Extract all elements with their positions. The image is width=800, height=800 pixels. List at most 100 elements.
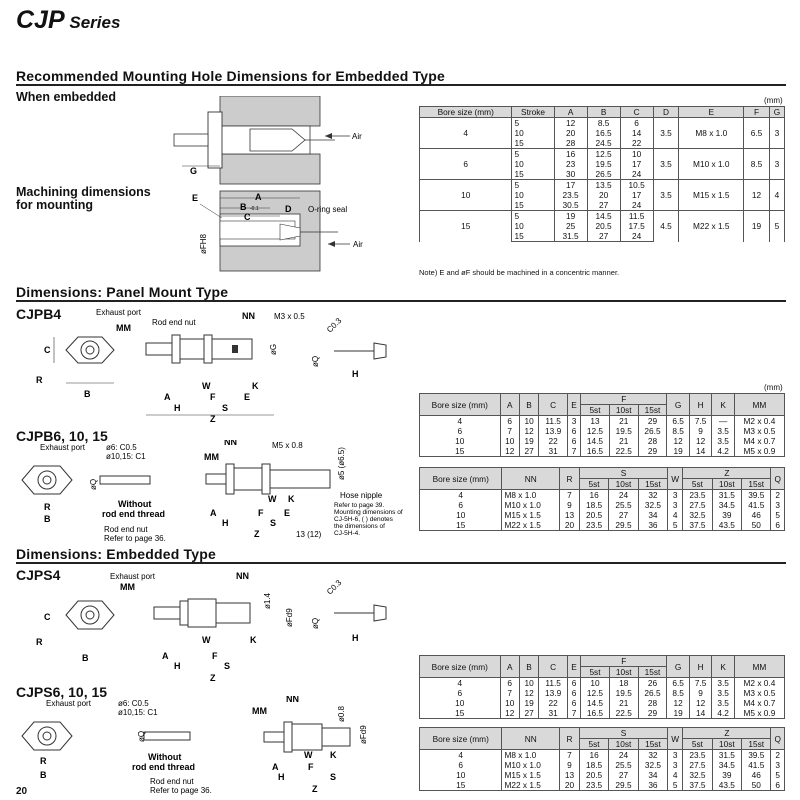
- table-cell: 6.5: [743, 117, 770, 149]
- table-subheader-cell: 10st: [711, 478, 743, 490]
- table-cell: 3.5: [711, 698, 735, 708]
- table-cell: 27.5: [682, 760, 713, 770]
- table-cell: 4: [418, 749, 503, 760]
- table-cell: 12.5: [580, 688, 610, 698]
- dim-b-tol: -0.1: [250, 206, 259, 212]
- table-header-cell: Bore size (mm): [418, 727, 503, 750]
- dim-nn-3: NN: [236, 571, 249, 581]
- table-header-cell: K: [711, 655, 735, 678]
- table-cell: 6: [419, 426, 501, 436]
- table-cell: M10 x 1.0: [678, 148, 745, 180]
- table-cell: M2 x 0.4: [733, 415, 786, 426]
- hose-ref-5: CJ-5H-4.: [334, 530, 360, 537]
- table-cell: 4: [768, 179, 786, 211]
- table-cell: M15 x 1.5: [501, 770, 561, 780]
- dim-b: B: [84, 389, 91, 399]
- table-cell: 14: [619, 128, 654, 138]
- table-cell: 20: [559, 780, 580, 791]
- table-cell: 23.5: [553, 190, 588, 200]
- table-cell: 29.5: [608, 780, 639, 791]
- nipple-dia-label: ø5 (ø6.5): [337, 447, 346, 480]
- table-cell: 26.5: [637, 426, 668, 436]
- table-subheader-cell: 15st: [637, 404, 668, 416]
- table-cell: 8.5: [743, 148, 770, 180]
- table-cell: 12: [688, 436, 713, 446]
- table-cell: 37.5: [682, 520, 713, 531]
- table-cell: M5 x 0.9: [733, 708, 786, 719]
- air-label-1: Air: [352, 132, 362, 141]
- dim-b-3: B: [82, 653, 89, 663]
- table-cell: 19: [743, 210, 770, 242]
- table-header-cell: F: [580, 655, 668, 667]
- page-title: CJP Series: [16, 6, 120, 35]
- table-cell: 50: [741, 780, 772, 791]
- table-header-cell: MM: [733, 655, 786, 678]
- table-cell: 31.5: [711, 489, 743, 500]
- table-cell: 15: [511, 231, 555, 242]
- dim-k-4: K: [330, 750, 337, 760]
- table-cell: 24: [619, 231, 654, 242]
- table-cell: 7: [559, 489, 580, 500]
- table-cell: M22 x 1.5: [678, 210, 745, 242]
- without-label-4: rod end thread: [132, 762, 195, 772]
- unit-label-2: (mm): [764, 383, 783, 392]
- table-cell: 5: [768, 210, 786, 242]
- table-cell: 18.5: [578, 500, 610, 510]
- air-label-2: Air: [353, 240, 363, 249]
- table-cell: 43.5: [711, 780, 743, 791]
- table-header-cell: NN: [501, 727, 561, 750]
- table-cell: 6: [567, 688, 582, 698]
- page-number: 20: [16, 786, 28, 797]
- table-cell: 13.9: [538, 426, 569, 436]
- table-cell: 16: [553, 148, 588, 159]
- table-cell: M8 x 1.0: [501, 489, 561, 500]
- table-cell: 10: [511, 128, 555, 138]
- hose-nipple-label: Hose nipple: [340, 491, 383, 500]
- table-cell: 3: [768, 117, 786, 149]
- table-cell: 19.5: [586, 159, 621, 169]
- table-cell: 11.5: [619, 210, 654, 221]
- chamfer-note-4: ø10,15: C1: [118, 708, 158, 717]
- table-cell: 39.5: [741, 489, 772, 500]
- table-subheader-cell: 10st: [711, 738, 743, 750]
- dim-mm-2: MM: [204, 452, 219, 462]
- table-cell: 24: [619, 169, 654, 180]
- table-cell: 10: [511, 221, 555, 231]
- dim-a: A: [164, 392, 171, 402]
- table-cell: 19: [666, 446, 690, 457]
- dim-h-3: H: [222, 518, 229, 528]
- dim-oq-3: øQ: [311, 618, 320, 629]
- table-header-cell: E: [678, 106, 745, 118]
- table-cell: 3: [567, 415, 582, 426]
- table-cell: 15: [511, 138, 555, 149]
- dim-h: H: [174, 403, 181, 413]
- without-label-2: rod end thread: [102, 509, 165, 519]
- table-cell: M3 x 0.5: [733, 688, 786, 698]
- table-cell: 3: [667, 749, 684, 760]
- table-cell: 3: [770, 500, 785, 510]
- unit-label-1: (mm): [764, 96, 783, 105]
- table-cell: 27: [518, 446, 540, 457]
- table-cell: 4.2: [711, 446, 735, 457]
- table-cell: 30.5: [553, 200, 588, 211]
- dim-oq-4: øQ: [137, 731, 146, 742]
- table-cell: 22: [619, 138, 654, 149]
- dim-b-4: B: [40, 770, 47, 780]
- table-header-cell: R: [559, 727, 580, 750]
- series-suffix: Series: [64, 13, 121, 32]
- rod-end-nut-label-2: Rod end nut: [104, 525, 148, 534]
- table-cell: 3: [768, 148, 786, 180]
- cjps4-drawing: Exhaust port MM C R B NN ø1.4 øFd9 W K A…: [36, 571, 387, 683]
- dim-c03: C0.3: [325, 316, 344, 335]
- dim-f: F: [210, 392, 216, 402]
- table-header-cell: NN: [501, 467, 561, 490]
- table-cell: 28: [553, 138, 588, 149]
- table-header-cell: G: [768, 106, 786, 118]
